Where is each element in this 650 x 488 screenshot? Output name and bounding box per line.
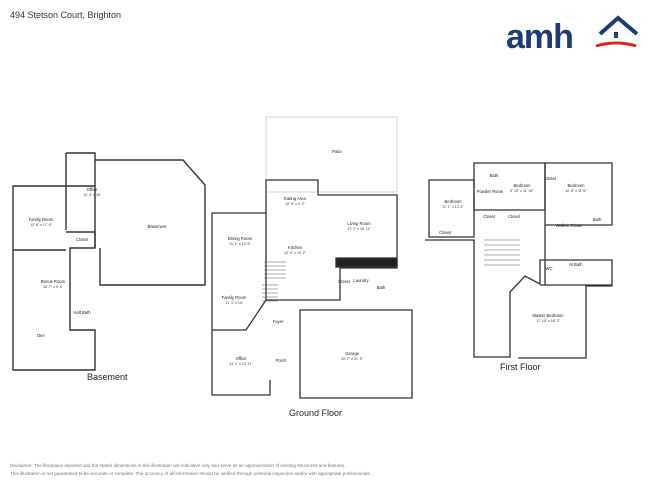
room-patio: Patio [332, 149, 342, 154]
room-basement-family: Family Room [29, 217, 54, 222]
room-master-bedroom: Master Bedroom [533, 313, 564, 318]
floor-label-ground: Ground Floor [289, 408, 343, 418]
room-first-closet-top: Closet [544, 176, 557, 181]
disclaimer: Disclaimer: The floorplans depicted and … [10, 462, 410, 478]
room-ground-family-dim: 11' 3" x 14' [225, 301, 242, 305]
room-first-closet-a: Closet [483, 214, 496, 219]
room-porch: Porch [276, 358, 288, 363]
disclaimer-line-1: Disclaimer: The floorplans depicted and … [10, 463, 346, 468]
room-bonus: Bonus Room [41, 279, 66, 284]
room-wc: WC [546, 266, 553, 271]
room-walk-in-closet: Walk-in Closet [556, 223, 584, 228]
room-m-bath: M.Bath [569, 262, 583, 267]
room-bedroom-right-dim: 10' 8" x 11' 6" [565, 189, 587, 193]
room-master-bedroom-dim: 17' 10" x 16' 2" [536, 319, 560, 323]
room-powder: Powder Room [477, 189, 504, 194]
floor-label-basement: Basement [87, 372, 128, 382]
room-first-bath-right: Bath [593, 217, 602, 222]
room-basement-office-dim: 12' 4" x 10' [83, 193, 101, 197]
room-den: Den [37, 333, 45, 338]
stairs [262, 239, 520, 302]
room-kitchen-dim: 12' 4" x 10' 2" [284, 251, 306, 255]
room-dining-dim: 11' 1" x 12' 8" [229, 242, 251, 246]
room-ground-closet: Closet [338, 279, 351, 284]
room-bedroom-mid: Bedroom [514, 183, 532, 188]
room-basement: Basement [148, 224, 168, 229]
room-eating-area-dim: 12' 4" x 9' 3" [285, 202, 305, 206]
room-garage-dim: 20' 7" x 21' 9" [341, 357, 363, 361]
room-foyer: Foyer [273, 319, 284, 324]
room-ground-family: Family Room [222, 295, 247, 300]
room-ground-bath: Bath [377, 285, 386, 290]
property-address: 494 Stetson Court, Brighton [10, 10, 122, 20]
room-ground-office: Office [236, 356, 248, 361]
room-bonus-dim: 10' 7" x 9' 4" [43, 285, 63, 289]
room-bedroom-left-dim: 11' 1" x 13' 4" [442, 205, 464, 209]
room-bedroom-mid-dim: 9' 10" x 11' 10" [510, 189, 534, 193]
room-dining: Dining Room [228, 236, 253, 241]
logo-wordmark: amh [506, 18, 574, 56]
amh-logo: amh [506, 10, 638, 56]
first-floor-walls [425, 162, 613, 359]
house-roof-icon [595, 15, 638, 48]
room-first-closet-b: Closet [508, 214, 521, 219]
disclaimer-line-2: This illustration is not guaranteed to b… [10, 471, 371, 476]
room-first-closet-left: Closet [439, 230, 452, 235]
floor-label-first: First Floor [500, 362, 541, 372]
room-basement-family-dim: 12' 6" x 17' 5" [30, 223, 52, 227]
room-living: Living Room [347, 221, 371, 226]
room-kitchen: Kitchen [288, 245, 303, 250]
ground-walls [211, 116, 413, 399]
room-basement-closet: Closet [76, 237, 89, 242]
room-ground-office-dim: 11' 1" x 12' 11" [229, 362, 253, 366]
basement-walls [12, 152, 206, 371]
room-bedroom-left: Bedroom [445, 199, 463, 204]
room-fireplace: Fireplace [361, 261, 379, 266]
room-garage: Garage [345, 351, 360, 356]
room-half-bath: Half Bath [73, 310, 91, 315]
room-bedroom-right: Bedroom [568, 183, 586, 188]
room-living-dim: 17' 2" x 16' 11" [347, 227, 371, 231]
room-first-bath-top: Bath [490, 173, 499, 178]
room-laundry: Laundry [353, 278, 369, 283]
room-basement-office: Office [87, 187, 99, 192]
room-eating-area: Eating Area [284, 196, 306, 201]
